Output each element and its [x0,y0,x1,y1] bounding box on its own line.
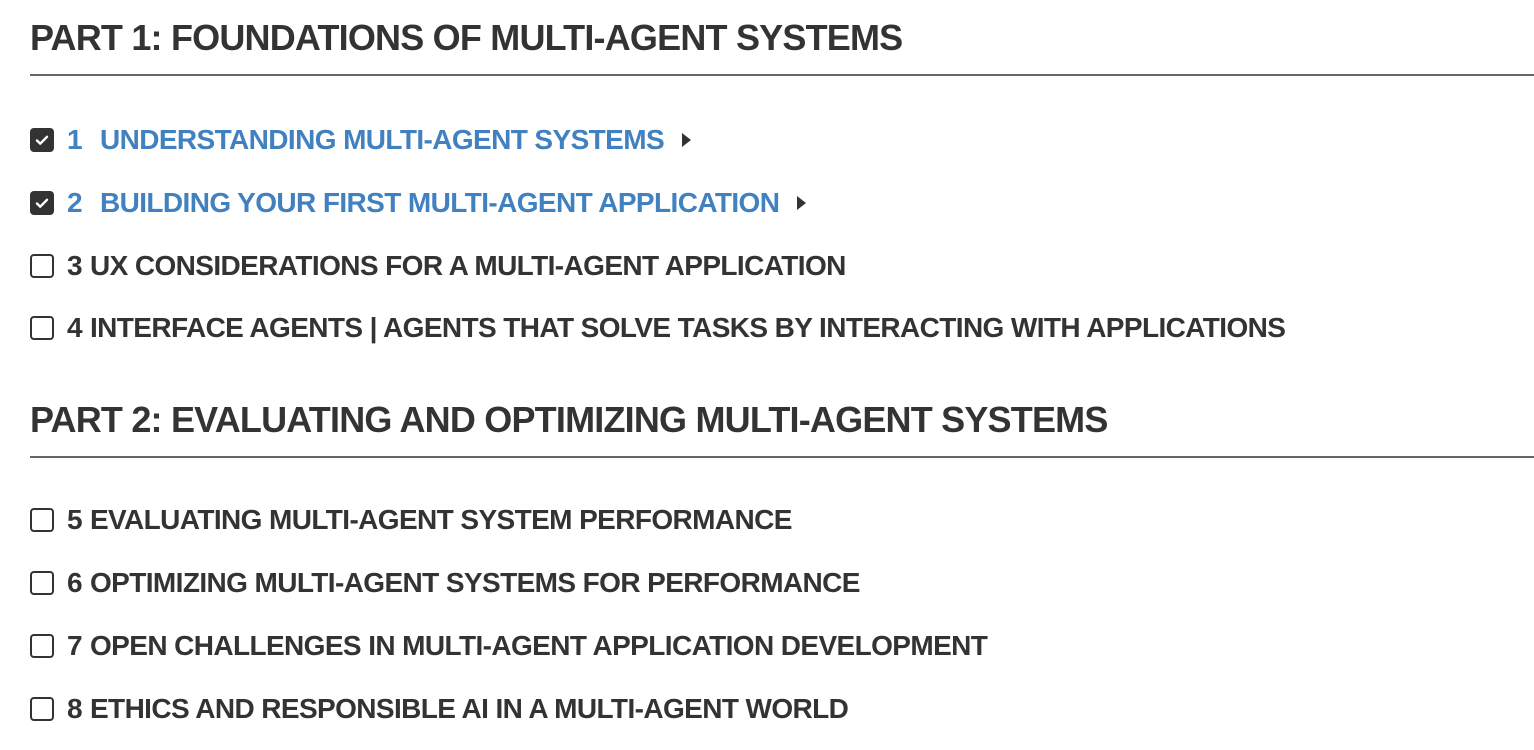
chapter-number: 7 [67,630,83,661]
chapter-number: 6 [67,567,83,598]
chapter-checkbox[interactable] [30,128,54,152]
chapter-checkbox[interactable] [30,508,54,532]
part-header: PART 1: FOUNDATIONS OF MULTI-AGENT SYSTE… [30,14,1534,76]
chapter-title: OPTIMIZING MULTI-AGENT SYSTEMS FOR PERFO… [89,567,860,598]
expand-arrow-icon[interactable] [682,133,692,147]
chapter-checkbox[interactable] [30,191,54,215]
chapter-number: 8 [67,693,83,724]
expand-arrow-icon[interactable] [797,196,807,210]
chapter-title[interactable]: UNDERSTANDING MULTI-AGENT SYSTEMS [99,124,665,155]
chapter-checkbox[interactable] [30,697,54,721]
chapter-number: 5 [67,504,83,535]
chapter-checkbox[interactable] [30,316,54,340]
chapter-title: EVALUATING MULTI-AGENT SYSTEM PERFORMANC… [89,504,792,535]
chapter-checkbox[interactable] [30,571,54,595]
part-title: PART 1: FOUNDATIONS OF MULTI-AGENT SYSTE… [30,17,903,58]
chapter-checkbox[interactable] [30,254,54,278]
chapter-title: UX CONSIDERATIONS FOR A MULTI-AGENT APPL… [89,250,846,281]
chapter-title: OPEN CHALLENGES IN MULTI-AGENT APPLICATI… [89,630,988,661]
chapter-number: 4 [67,312,83,343]
divider [30,74,1534,76]
chapter-number: 3 [67,250,83,281]
divider [30,456,1534,458]
part-header: PART 2: EVALUATING AND OPTIMIZING MULTI-… [30,396,1534,458]
part-title: PART 2: EVALUATING AND OPTIMIZING MULTI-… [30,399,1108,440]
chapter-item[interactable]: 1 UNDERSTANDING MULTI-AGENT SYSTEMS [30,120,692,160]
chapter-title[interactable]: BUILDING YOUR FIRST MULTI-AGENT APPLICAT… [99,187,780,218]
chapter-checkbox[interactable] [30,634,54,658]
chapter-number: 1 [67,124,83,155]
chapter-item[interactable]: 2 BUILDING YOUR FIRST MULTI-AGENT APPLICA… [30,183,807,223]
chapter-title: INTERFACE AGENTS | AGENTS THAT SOLVE TAS… [89,312,1286,343]
chapter-number: 2 [67,187,83,218]
chapter-title: ETHICS AND RESPONSIBLE AI IN A MULTI-AGE… [89,693,849,724]
